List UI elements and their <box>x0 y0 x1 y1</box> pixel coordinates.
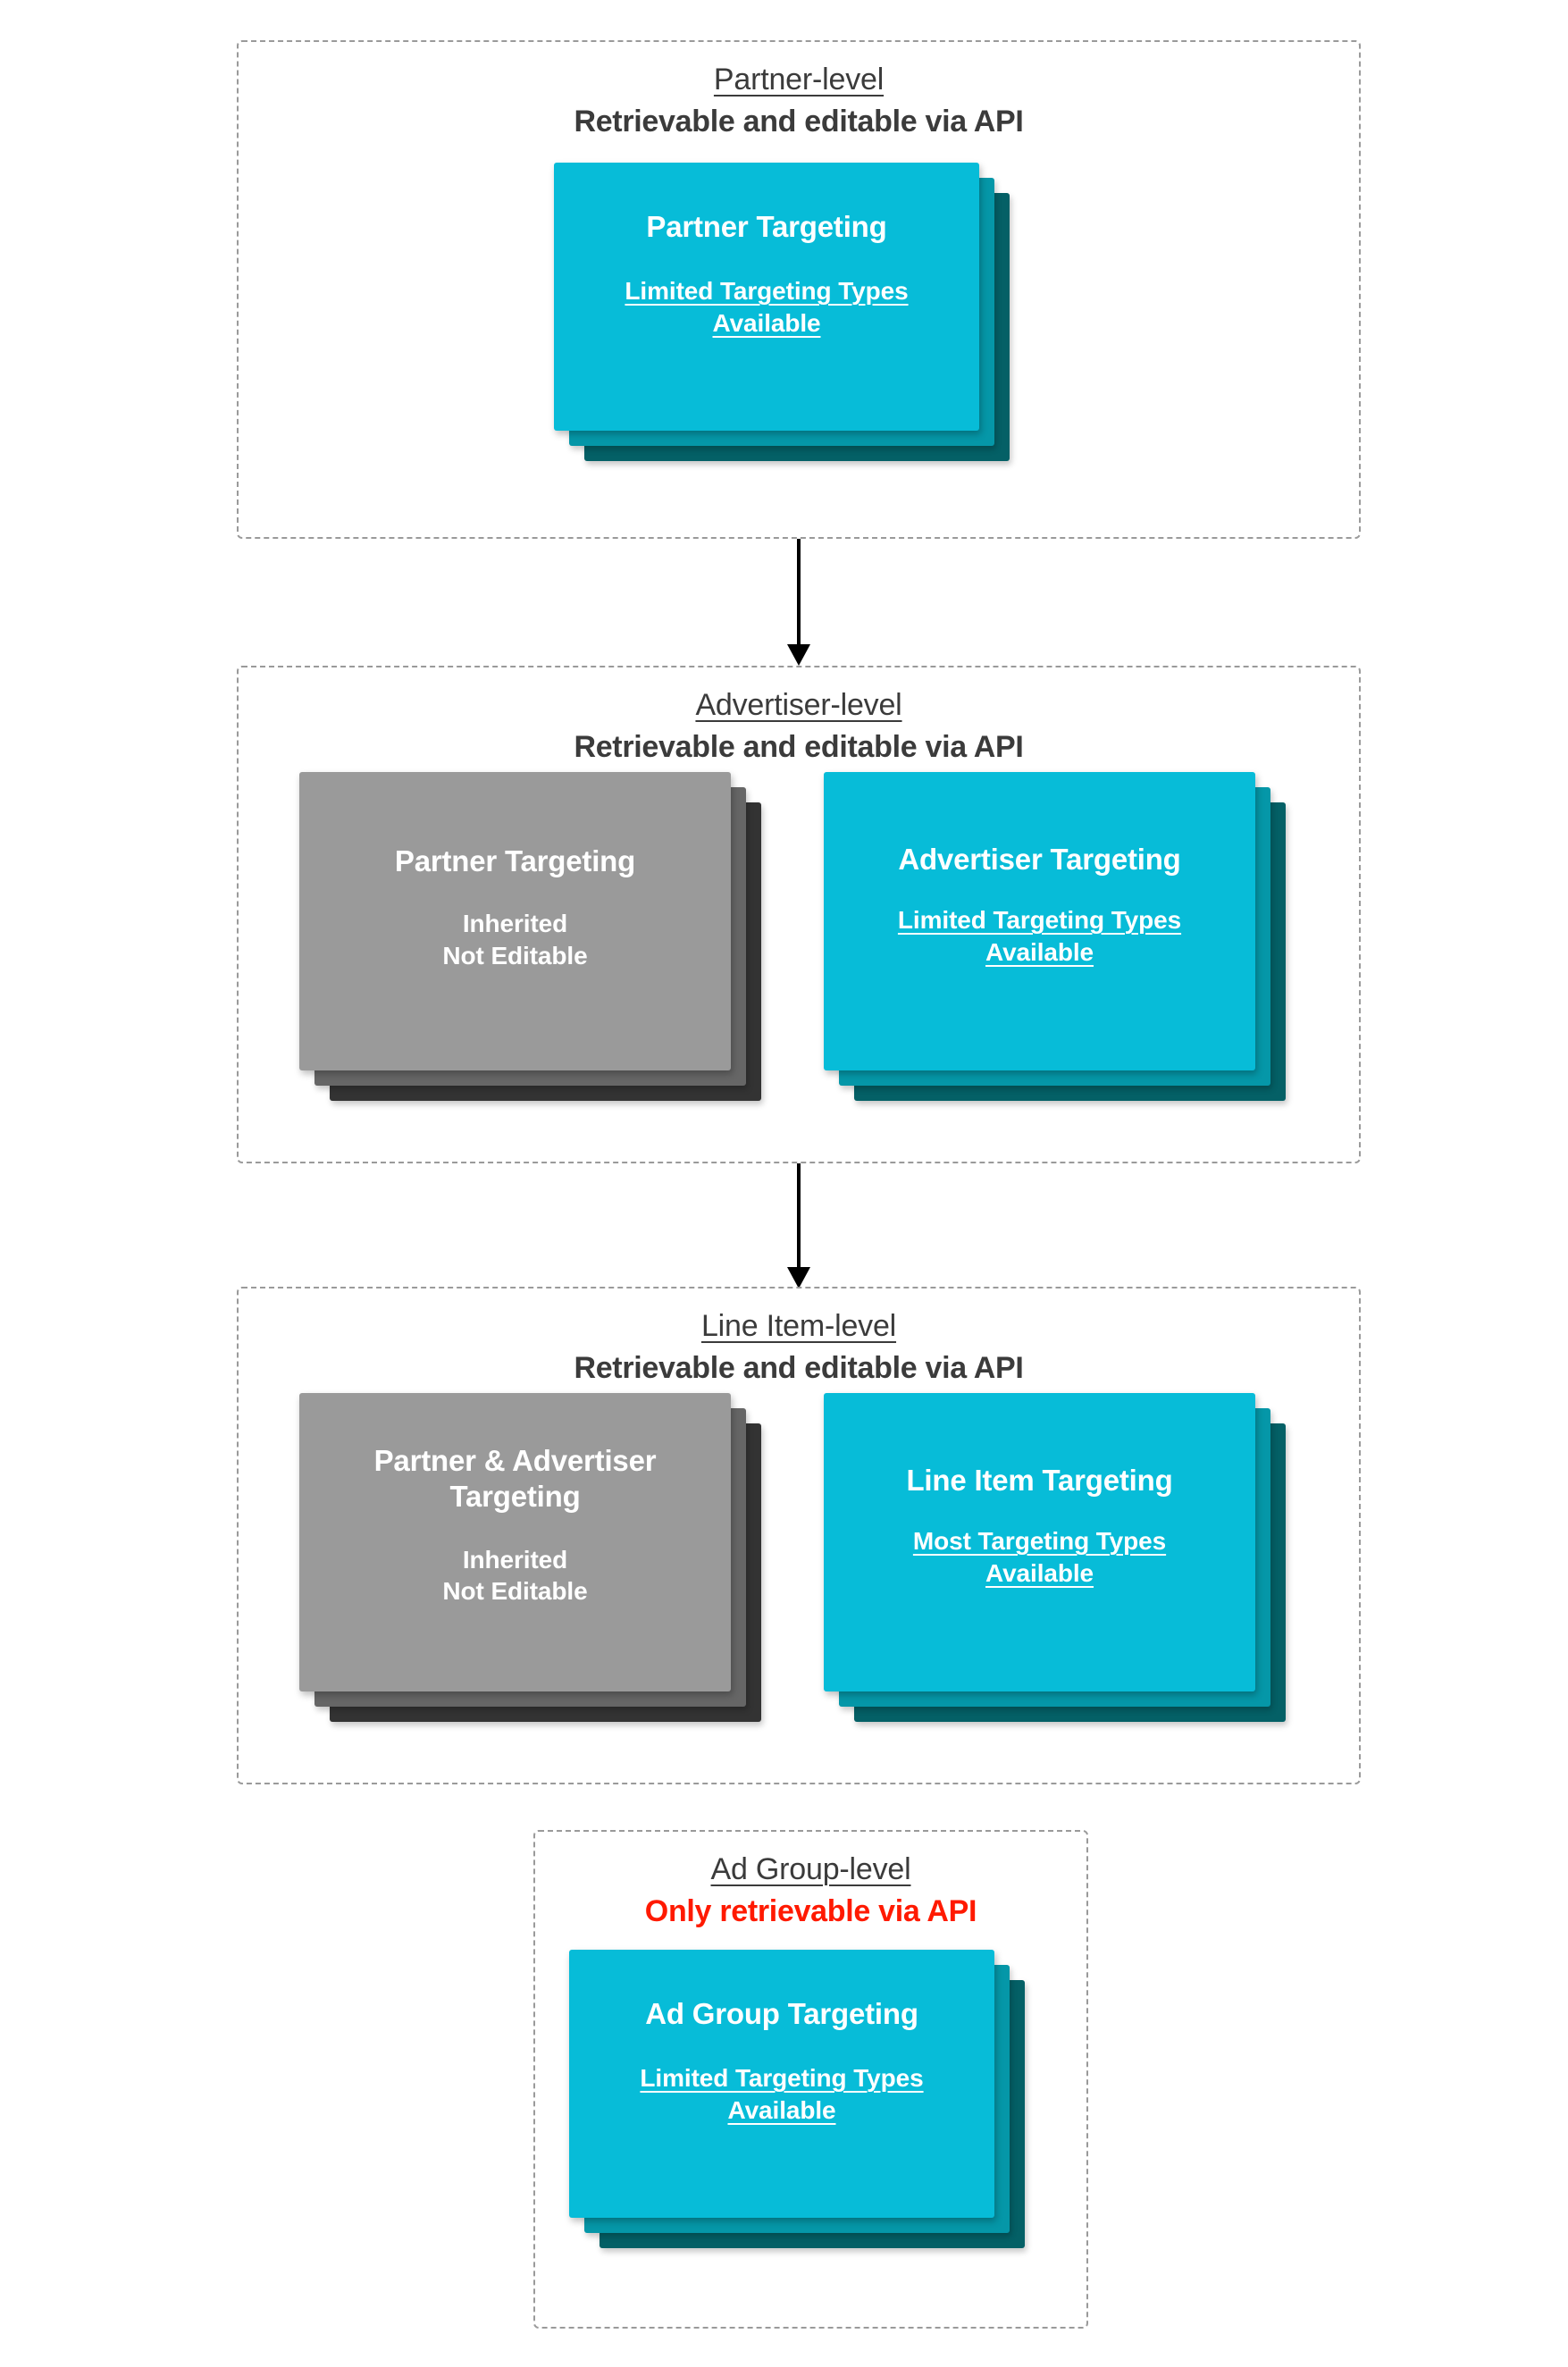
card-subtitle-line-1: Limited Targeting Types <box>640 2064 924 2093</box>
connector-arrow-partner-to-advertiser <box>785 539 812 666</box>
card-stack-line-item-targeting[interactable]: Line Item Targeting Most Targeting Types… <box>824 1393 1286 1722</box>
card-layer-front[interactable]: Partner Targeting Limited Targeting Type… <box>554 163 979 431</box>
arrow-shaft <box>797 539 801 646</box>
card-subtitle-line-1: Limited Targeting Types <box>625 277 909 306</box>
card-subtitle-line-2: Available <box>985 1559 1094 1588</box>
level-title-advertiser: Advertiser-level <box>695 688 902 722</box>
level-container-partner: Partner-level Retrievable and editable v… <box>237 40 1361 539</box>
card-subtitle-line-2: Available <box>985 938 1094 967</box>
card-subtitle-line-2: Not Editable <box>442 1577 588 1606</box>
card-layer-front[interactable]: Partner Targeting Inherited Not Editable <box>299 772 731 1070</box>
level-header-line-item: Line Item-level Retrievable and editable… <box>239 1308 1359 1386</box>
level-header-advertiser: Advertiser-level Retrievable and editabl… <box>239 687 1359 765</box>
card-subtitle-line-1: Most Targeting Types <box>912 1527 1167 1556</box>
card-stack-partner-targeting[interactable]: Partner Targeting Limited Targeting Type… <box>554 163 1010 461</box>
card-subtitle-line-1: Inherited <box>462 910 568 938</box>
level-container-ad-group: Ad Group-level Only retrievable via API … <box>533 1830 1088 2329</box>
card-stack-partner-targeting-inherited[interactable]: Partner Targeting Inherited Not Editable <box>299 772 761 1101</box>
level-status-line-item: Retrievable and editable via API <box>574 1351 1024 1386</box>
level-title-ad-group: Ad Group-level <box>710 1852 911 1886</box>
level-header-ad-group: Ad Group-level Only retrievable via API <box>535 1851 1086 1929</box>
level-container-advertiser: Advertiser-level Retrievable and editabl… <box>237 666 1361 1163</box>
card-subtitle-line-1: Inherited <box>462 1545 568 1574</box>
arrow-shaft <box>797 1163 801 1269</box>
card-layer-front[interactable]: Line Item Targeting Most Targeting Types… <box>824 1393 1255 1691</box>
level-title-line-item: Line Item-level <box>700 1309 897 1343</box>
card-layer-front[interactable]: Advertiser Targeting Limited Targeting T… <box>824 772 1255 1070</box>
arrow-head <box>787 644 810 666</box>
card-title: Ad Group Targeting <box>645 1997 918 2030</box>
level-status-advertiser: Retrievable and editable via API <box>574 730 1024 765</box>
level-status-partner: Retrievable and editable via API <box>574 105 1024 139</box>
arrow-head <box>787 1267 810 1288</box>
card-layer-front[interactable]: Ad Group Targeting Limited Targeting Typ… <box>569 1950 994 2218</box>
card-stack-partner-advertiser-targeting-inherited[interactable]: Partner & Advertiser Targeting Inherited… <box>299 1393 761 1722</box>
level-container-line-item: Line Item-level Retrievable and editable… <box>237 1287 1361 1784</box>
card-title: Partner & Advertiser Targeting <box>373 1444 657 1514</box>
card-subtitle-line-2: Available <box>712 309 821 338</box>
level-status-ad-group: Only retrievable via API <box>644 1894 977 1929</box>
card-title: Advertiser Targeting <box>898 843 1181 876</box>
card-title: Partner Targeting <box>394 844 636 877</box>
card-stack-ad-group-targeting[interactable]: Ad Group Targeting Limited Targeting Typ… <box>569 1950 1025 2248</box>
card-subtitle-line-1: Limited Targeting Types <box>897 906 1182 935</box>
card-subtitle-line-2: Not Editable <box>442 942 588 970</box>
card-subtitle-line-2: Available <box>727 2096 836 2125</box>
card-title: Partner Targeting <box>646 210 887 243</box>
connector-arrow-advertiser-to-line-item <box>785 1163 812 1288</box>
card-layer-front[interactable]: Partner & Advertiser Targeting Inherited… <box>299 1393 731 1691</box>
card-title: Line Item Targeting <box>906 1464 1173 1497</box>
level-title-partner: Partner-level <box>713 63 885 97</box>
card-stack-advertiser-targeting[interactable]: Advertiser Targeting Limited Targeting T… <box>824 772 1286 1101</box>
level-header-partner: Partner-level Retrievable and editable v… <box>239 62 1359 139</box>
